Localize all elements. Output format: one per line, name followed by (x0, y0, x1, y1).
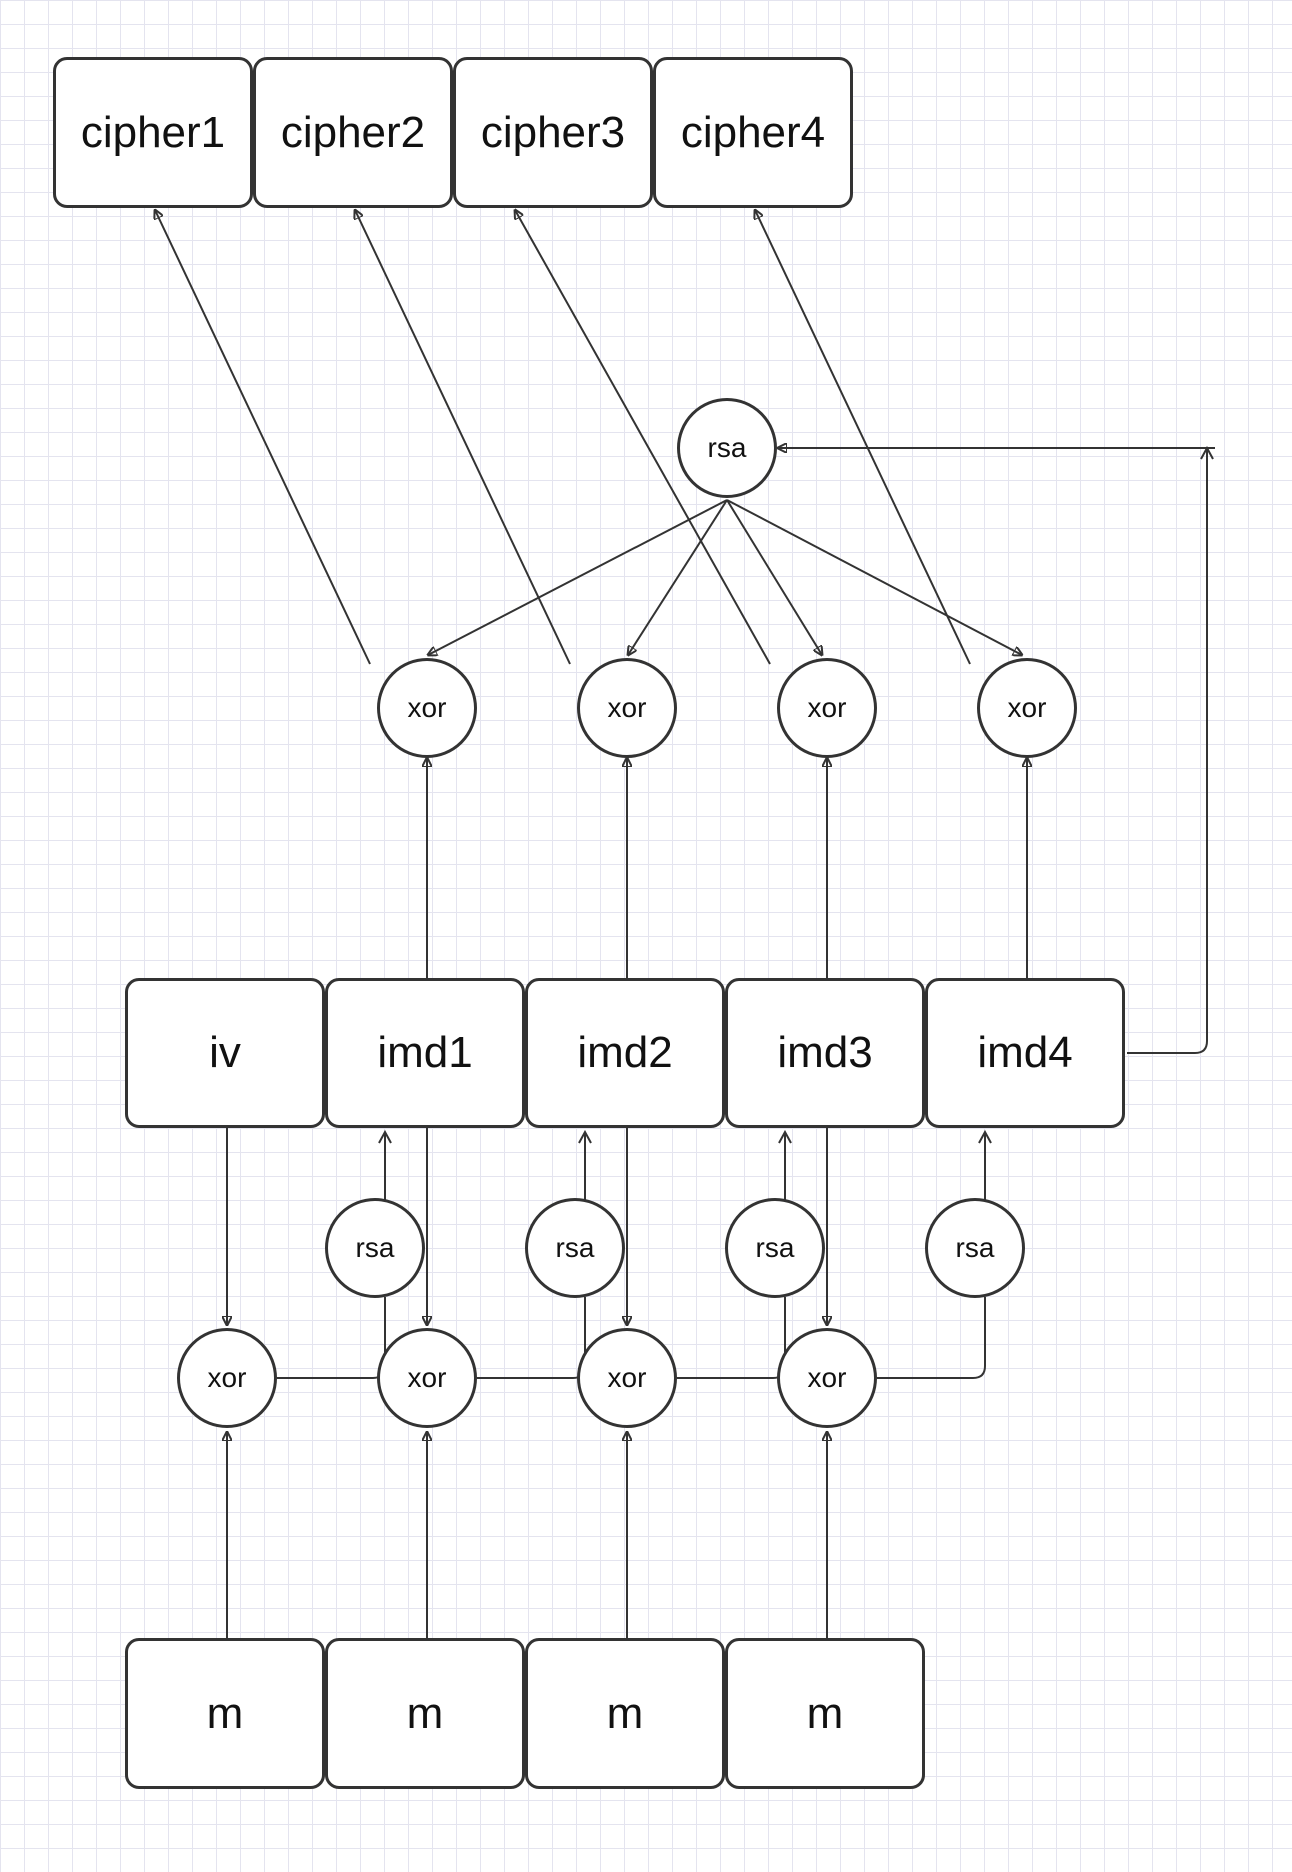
cipher2-box: cipher2 (253, 57, 453, 208)
cipher3-box: cipher3 (453, 57, 653, 208)
lower-rsa-node-3: rsa (725, 1198, 825, 1298)
top-xor-node-4: xor (977, 658, 1077, 758)
edge-rsa-xor4 (726, 499, 1022, 655)
lower-rsa-node-2: rsa (525, 1198, 625, 1298)
lower-xor-node-4: xor (777, 1328, 877, 1428)
lower-xor-node-3: xor (577, 1328, 677, 1428)
edge-xor1-rsa1 (277, 1297, 386, 1379)
edge-xor4-cipher4 (755, 210, 971, 665)
top-rsa-node: rsa (677, 398, 777, 498)
lower-xor-node-1: xor (177, 1328, 277, 1428)
lower-rsa-node-4: rsa (925, 1198, 1025, 1298)
edge-xor2-cipher2 (355, 210, 571, 665)
iv-box: iv (125, 978, 325, 1128)
m-box-4: m (725, 1638, 925, 1789)
edge-xor3-cipher3 (515, 210, 771, 665)
edge-rsa-xor1 (428, 499, 728, 655)
imd1-box: imd1 (325, 978, 525, 1128)
top-xor-node-2: xor (577, 658, 677, 758)
m-box-3: m (525, 1638, 725, 1789)
edge-xor3-rsa3 (677, 1297, 786, 1379)
edge-xor2-rsa2 (477, 1297, 586, 1379)
m-box-1: m (125, 1638, 325, 1789)
imd4-box: imd4 (925, 978, 1125, 1128)
m-box-2: m (325, 1638, 525, 1789)
top-xor-node-3: xor (777, 658, 877, 758)
edge-xor1-cipher1 (155, 210, 371, 665)
edge-xor4-rsa4 (877, 1297, 986, 1379)
imd3-box: imd3 (725, 978, 925, 1128)
cipher4-box: cipher4 (653, 57, 853, 208)
lower-rsa-node-1: rsa (325, 1198, 425, 1298)
cipher1-box: cipher1 (53, 57, 253, 208)
edge-imd4-feedback (1127, 448, 1207, 1054)
edge-rsa-xor3 (726, 499, 822, 655)
top-xor-node-1: xor (377, 658, 477, 758)
lower-xor-node-2: xor (377, 1328, 477, 1428)
edge-rsa-xor2 (628, 499, 728, 655)
imd2-box: imd2 (525, 978, 725, 1128)
